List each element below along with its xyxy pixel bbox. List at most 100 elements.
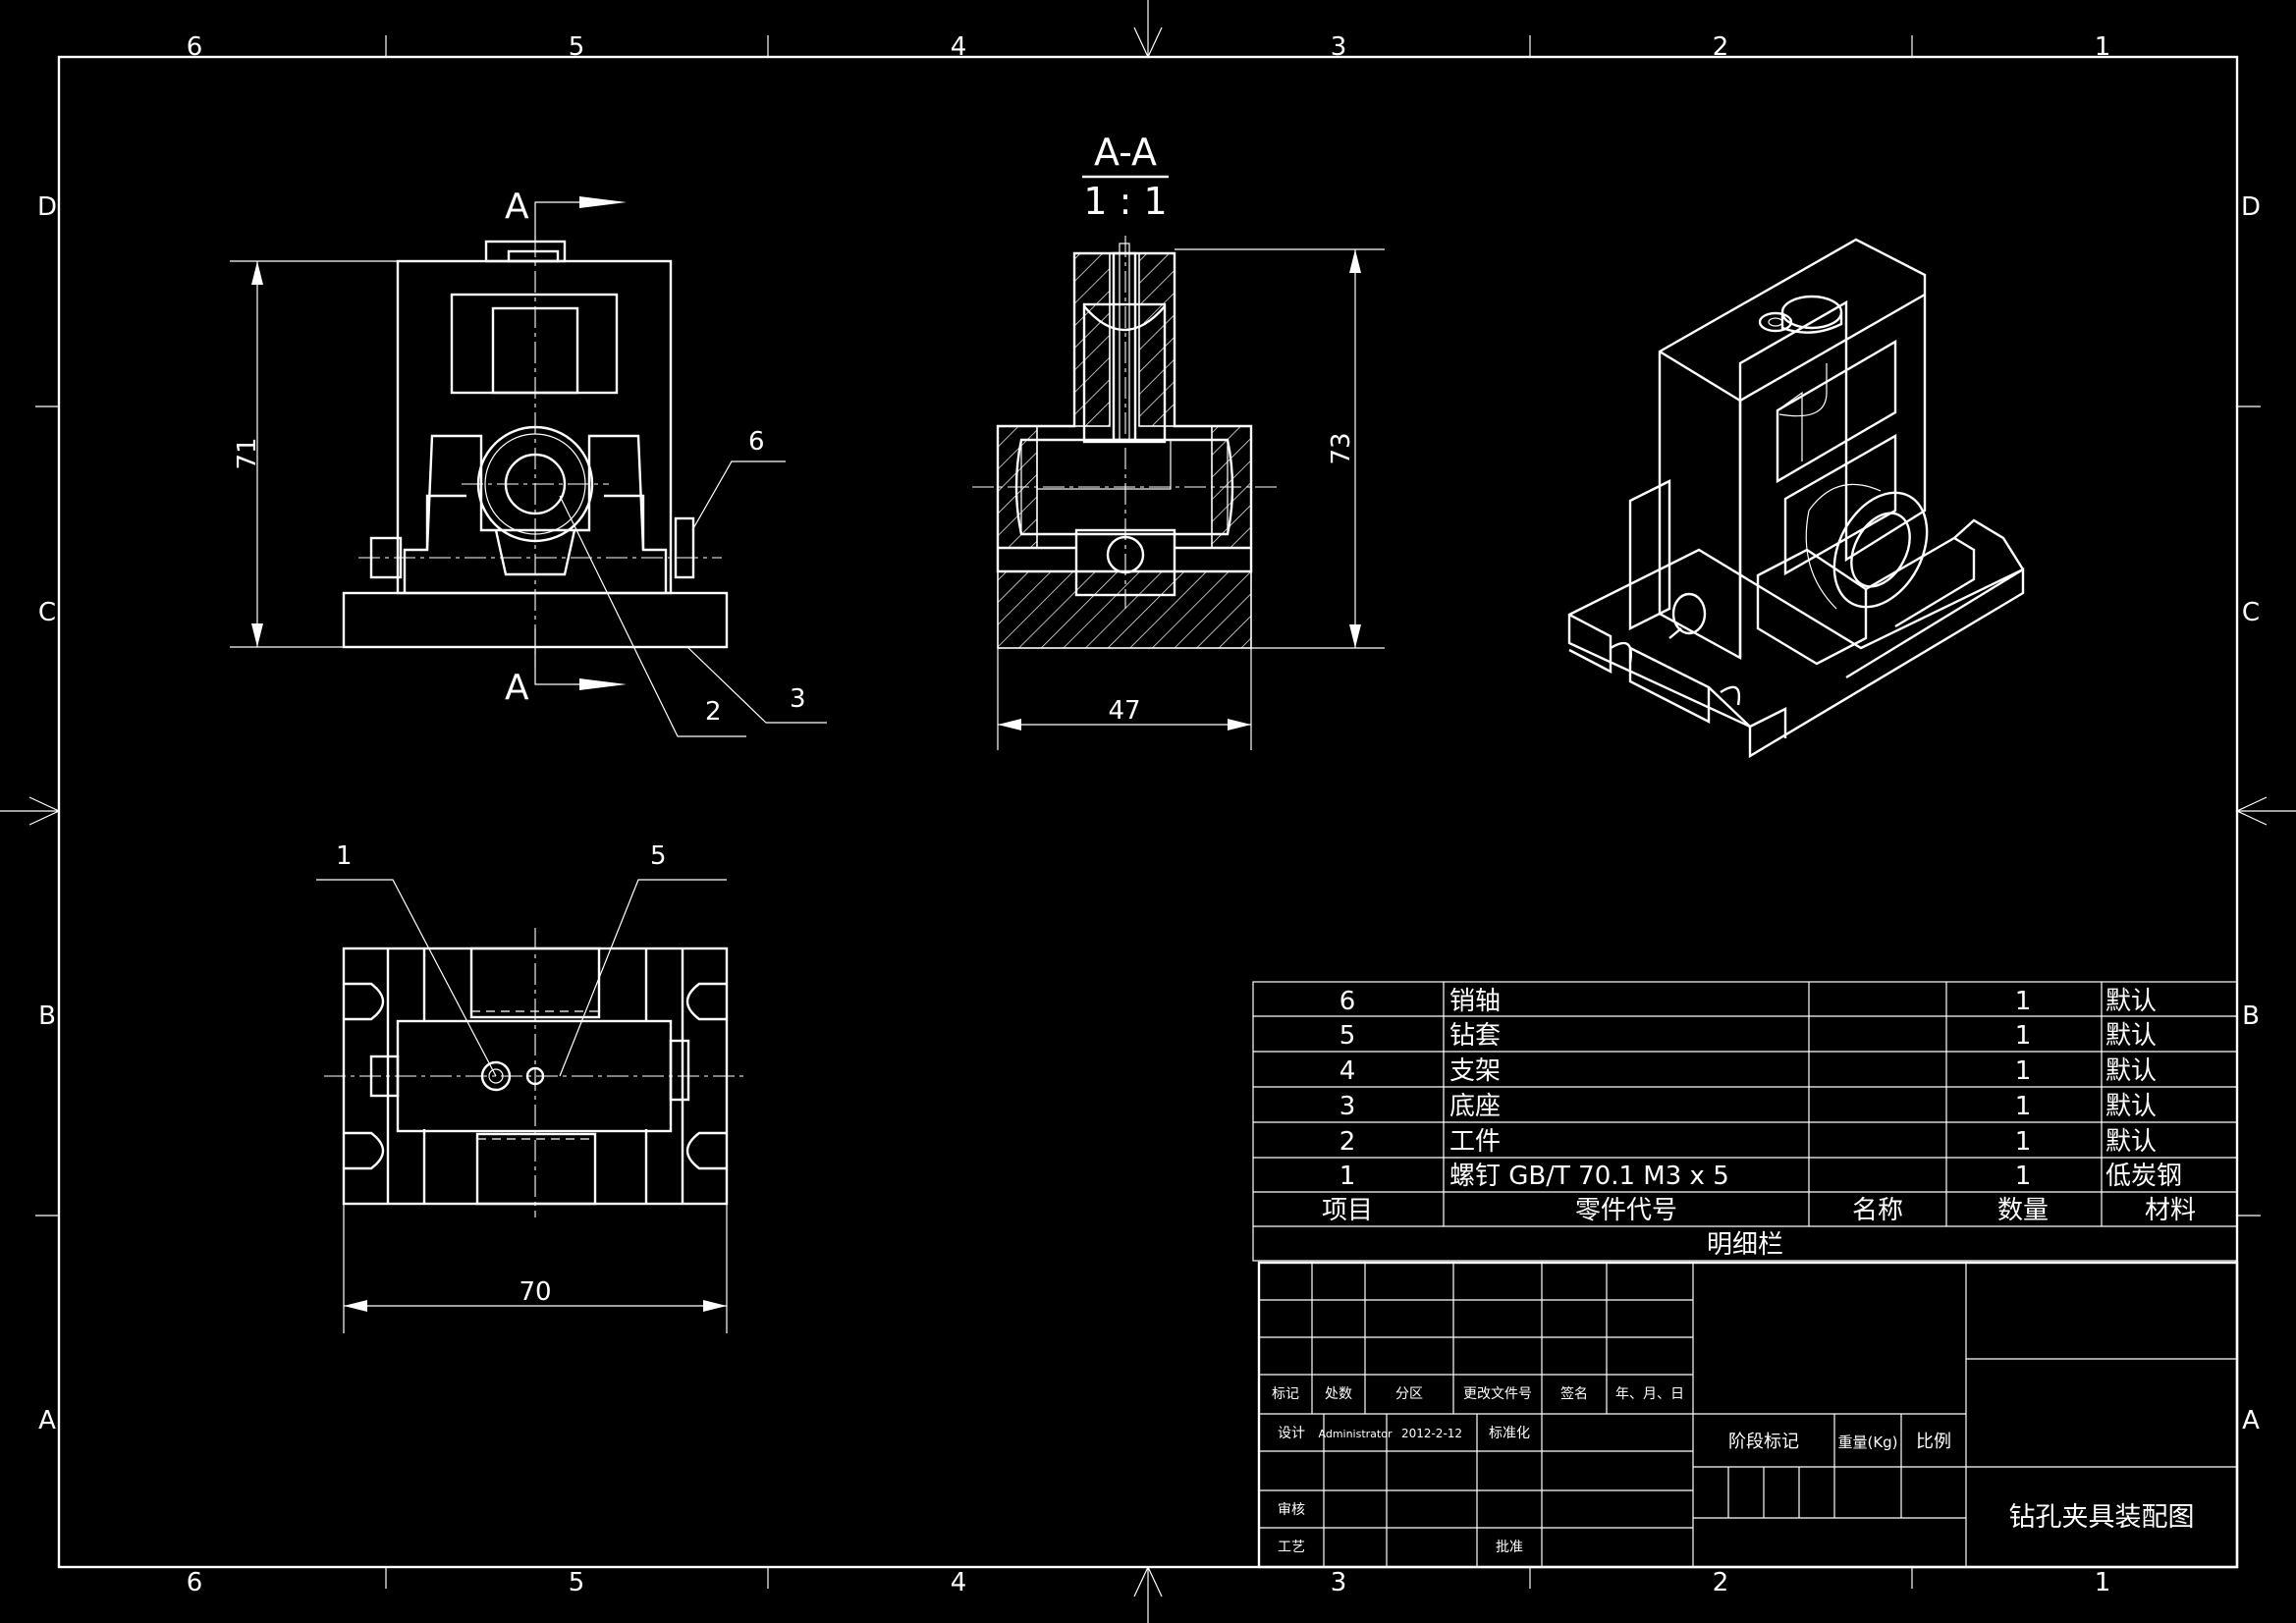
balloon-3: 3 (790, 684, 806, 714)
bom-code: 支架 (1449, 1056, 1501, 1086)
zone-labels-top: 6 5 4 3 2 1 (187, 32, 2111, 62)
zone-row-label: B (38, 1001, 56, 1031)
section-mark-bottom: A (505, 668, 529, 708)
bom-header-name: 名称 (1852, 1196, 1903, 1225)
zone-row-label: A (38, 1406, 56, 1435)
bom-qty: 1 (2015, 1056, 2032, 1086)
bom-code: 底座 (1449, 1092, 1501, 1121)
top-view: 1 5 70 (316, 841, 746, 1333)
bom-header-code: 零件代号 (1575, 1196, 1677, 1225)
zone-col-label: 5 (569, 1568, 585, 1597)
bom-header-item: 项目 (1322, 1196, 1373, 1225)
bom-material: 默认 (2105, 1092, 2157, 1121)
zone-col-label: 6 (187, 1568, 203, 1597)
bom-item: 2 (1339, 1127, 1356, 1157)
center-mark-top (1133, 0, 1163, 59)
bom-code: 销轴 (1449, 987, 1501, 1016)
bom-material: 默认 (2105, 987, 2157, 1016)
tb-label-design: 设计 (1278, 1426, 1305, 1441)
bom-code: 螺钉 GB/T 70.1 M3 x 5 (1449, 1162, 1729, 1191)
bom-row: 1 螺钉 GB/T 70.1 M3 x 5 1 低炭钢 (1339, 1162, 2182, 1191)
bom-material: 低炭钢 (2105, 1162, 2182, 1191)
tb-label-zone: 分区 (1395, 1386, 1423, 1402)
tb-label-count: 处数 (1325, 1386, 1352, 1402)
section-title: A-A (1094, 131, 1157, 174)
section-mark-top: A (505, 187, 529, 227)
title-block: 标记 处数 分区 更改文件号 签名 年、月、日 设计 Administrator… (1257, 1261, 2239, 1569)
bom-code: 工件 (1449, 1127, 1501, 1157)
bom-table: 6 销轴 1 默认 5 钻套 1 默认 4 支架 1 默认 3 底座 1 默 (1252, 981, 2238, 1262)
zone-labels-bottom: 6 5 4 3 2 1 (187, 1568, 2111, 1597)
zone-col-label: 4 (951, 32, 967, 62)
section-dim-width: 47 (1108, 696, 1140, 726)
bom-item: 1 (1339, 1162, 1356, 1191)
balloon-5: 5 (650, 841, 667, 871)
section-view: A-A 1 : 1 73 (972, 131, 1385, 750)
zone-row-label: A (2242, 1406, 2260, 1435)
zone-row-label: B (2242, 1001, 2260, 1031)
bom-material: 默认 (2105, 1127, 2157, 1157)
zone-labels-right: D C B A (2241, 192, 2261, 1435)
front-dim-height: 71 (233, 437, 262, 469)
tb-label-approve: 批准 (1496, 1540, 1523, 1555)
tb-label-change-doc: 更改文件号 (1463, 1386, 1532, 1402)
zone-col-label: 1 (2095, 32, 2111, 62)
balloon-1: 1 (336, 841, 353, 871)
bom-row: 5 钻套 1 默认 (1339, 1021, 2157, 1051)
isometric-view (1567, 238, 2025, 759)
bom-material: 默认 (2105, 1021, 2157, 1051)
tb-label-weight: 重量(Kg) (1837, 1434, 1897, 1451)
bom-row: 2 工件 1 默认 (1339, 1127, 2157, 1157)
zone-col-label: 6 (187, 32, 203, 62)
bom-item: 4 (1339, 1056, 1356, 1086)
tb-label-review: 审核 (1278, 1502, 1305, 1518)
zone-row-label: C (38, 598, 56, 627)
tb-label-mark: 标记 (1272, 1386, 1299, 1402)
bom-row: 6 销轴 1 默认 (1339, 987, 2157, 1016)
center-mark-left (0, 796, 61, 826)
center-mark-right (2235, 796, 2296, 826)
balloon-6: 6 (748, 427, 765, 457)
zone-col-label: 2 (1713, 32, 1729, 62)
bom-qty: 1 (2015, 987, 2032, 1016)
zone-col-label: 4 (951, 1568, 967, 1597)
bom-qty: 1 (2015, 1162, 2032, 1191)
zone-col-label: 5 (569, 32, 585, 62)
bom-item: 5 (1339, 1021, 1356, 1051)
bom-header-material: 材料 (2145, 1196, 2196, 1225)
zone-col-label: 3 (1331, 1568, 1347, 1597)
balloon-2: 2 (705, 697, 722, 727)
zone-row-label: C (2242, 598, 2260, 627)
bom-qty: 1 (2015, 1092, 2032, 1121)
zone-labels-left: D C B A (37, 192, 57, 1435)
tb-label-standardize: 标准化 (1489, 1426, 1530, 1441)
front-view: A A 71 6 2 3 (230, 187, 827, 737)
top-dim-width: 70 (519, 1277, 551, 1307)
tb-label-date: 年、月、日 (1615, 1386, 1684, 1402)
tb-designer: Administrator (1319, 1428, 1393, 1440)
zone-col-label: 1 (2095, 1568, 2111, 1597)
bom-material: 默认 (2105, 1056, 2157, 1086)
bom-item: 6 (1339, 987, 1356, 1016)
bom-header-row: 项目 零件代号 名称 数量 材料 (1322, 1196, 2196, 1225)
bom-caption: 明细栏 (1707, 1230, 1783, 1260)
drawing-title: 钻孔夹具装配图 (2009, 1502, 2195, 1533)
bom-row: 4 支架 1 默认 (1339, 1056, 2157, 1086)
bom-row: 3 底座 1 默认 (1339, 1092, 2157, 1121)
tb-label-scale: 比例 (1916, 1432, 1951, 1452)
zone-row-label: D (2241, 192, 2261, 222)
section-scale: 1 : 1 (1083, 180, 1167, 223)
section-dim-height: 73 (1327, 432, 1356, 464)
bom-code: 钻套 (1449, 1021, 1501, 1051)
bom-item: 3 (1339, 1092, 1356, 1121)
tb-label-process: 工艺 (1278, 1540, 1305, 1555)
tb-design-date: 2012-2-12 (1401, 1427, 1462, 1440)
tb-label-signature: 签名 (1560, 1385, 1588, 1402)
bom-header-qty: 数量 (1997, 1196, 2049, 1225)
tb-label-stage: 阶段标记 (1728, 1432, 1799, 1452)
zone-col-label: 2 (1713, 1568, 1729, 1597)
zone-row-label: D (37, 192, 57, 222)
bom-qty: 1 (2015, 1127, 2032, 1157)
